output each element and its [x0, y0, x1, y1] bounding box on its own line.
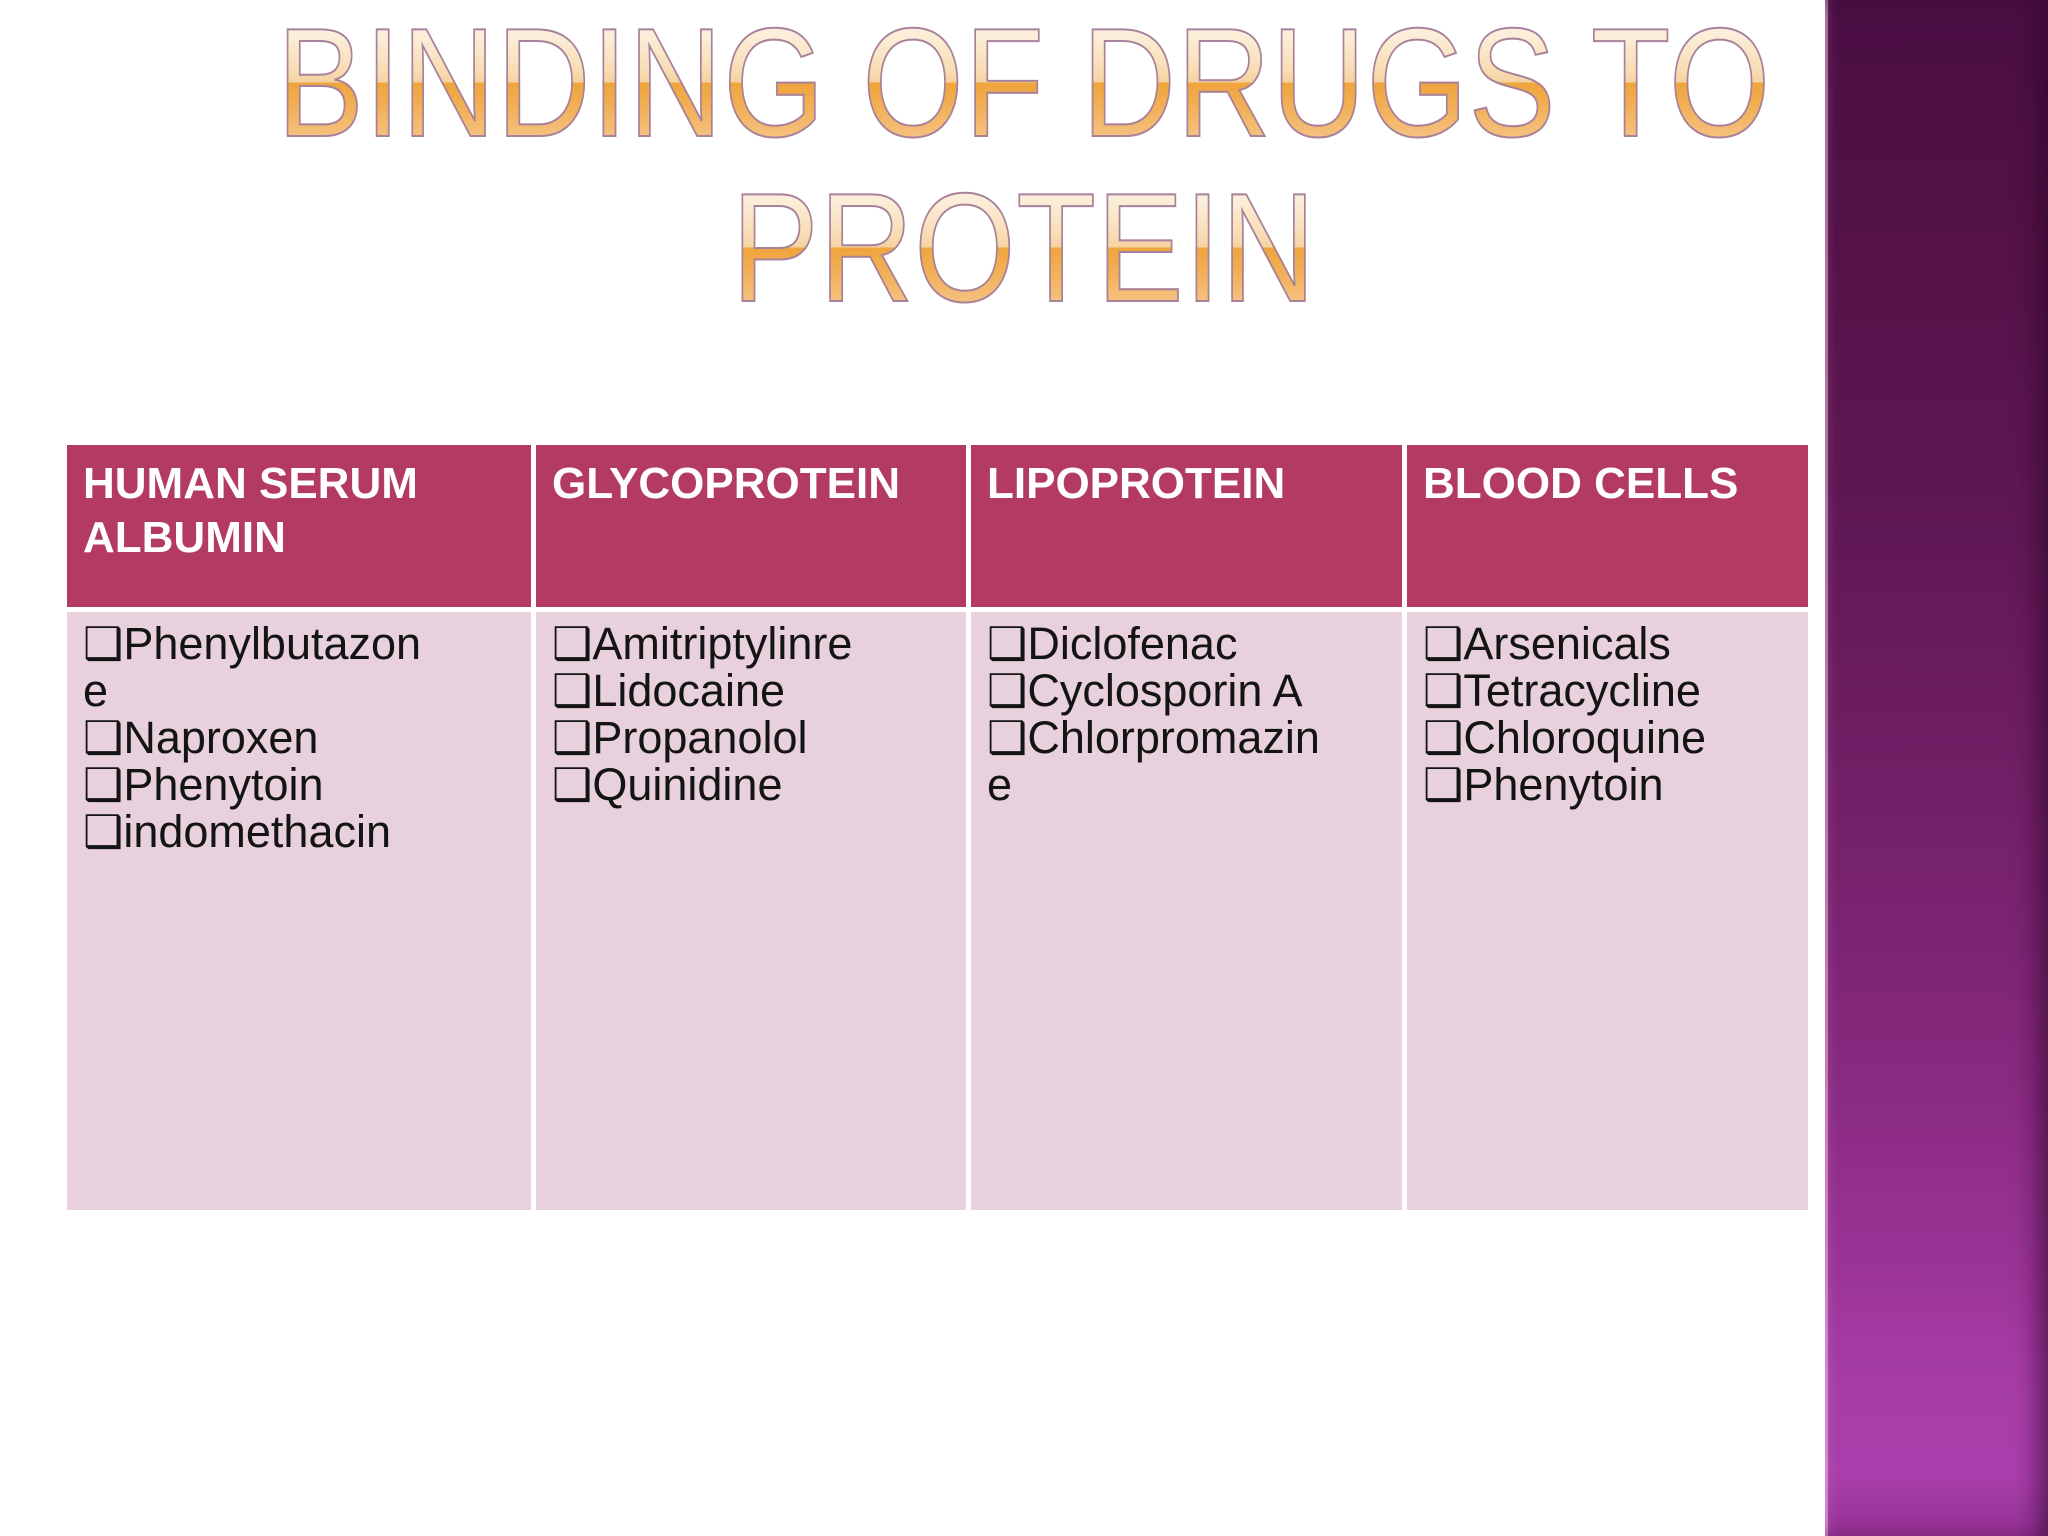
cell-blood-cells-drugs: ❑Arsenicals ❑Tetracycline ❑Chloroquine ❑… — [1407, 612, 1808, 1210]
drug-list-item: ❑Propanolol — [552, 714, 896, 761]
drug-list: ❑Phenylbutazone ❑Naproxen ❑Phenytoin ❑in… — [83, 620, 427, 855]
drug-list: ❑Arsenicals ❑Tetracycline ❑Chloroquine ❑… — [1423, 620, 1767, 808]
drug-name: Quinidine — [592, 759, 783, 810]
header-glycoprotein: GLYCOPROTEIN — [536, 445, 966, 607]
drug-list-item: ❑Tetracycline — [1423, 667, 1767, 714]
cell-human-serum-albumin-drugs: ❑Phenylbutazone ❑Naproxen ❑Phenytoin ❑in… — [67, 612, 531, 1210]
drug-name: Propanolol — [592, 712, 808, 763]
checkbox-bullet-icon: ❑ — [987, 617, 1028, 670]
header-blood-cells: BLOOD CELLS — [1407, 445, 1808, 607]
drug-name: Amitriptylinre — [592, 618, 853, 669]
title-line-2: PROTEIN — [164, 164, 1884, 331]
drug-list-item: ❑Amitriptylinre — [552, 620, 896, 667]
checkbox-bullet-icon: ❑ — [987, 664, 1028, 717]
drug-list-item: ❑Cyclosporin A — [987, 667, 1331, 714]
checkbox-bullet-icon: ❑ — [83, 805, 124, 858]
checkbox-bullet-icon: ❑ — [1423, 758, 1464, 811]
drug-name: Lidocaine — [592, 665, 785, 716]
drug-list-item: ❑Phenytoin — [1423, 761, 1767, 808]
header-lipoprotein: LIPOPROTEIN — [971, 445, 1402, 607]
cell-lipoprotein-drugs: ❑Diclofenac ❑Cyclosporin A ❑Chlorpromazi… — [971, 612, 1402, 1210]
drug-list-item: ❑Naproxen — [83, 714, 427, 761]
title-line-1: BINDING OF DRUGS TO — [164, 0, 1884, 166]
drug-list-item: ❑Quinidine — [552, 761, 896, 808]
drug-list-item: ❑Phenylbutazone — [83, 620, 427, 714]
drug-name: Chloroquine — [1463, 712, 1707, 763]
drug-name: Tetracycline — [1463, 665, 1701, 716]
checkbox-bullet-icon: ❑ — [1423, 711, 1464, 764]
drug-list-item: ❑Chlorpromazine — [987, 714, 1331, 808]
checkbox-bullet-icon: ❑ — [552, 711, 593, 764]
drug-name: Naproxen — [123, 712, 319, 763]
cell-glycoprotein-drugs: ❑Amitriptylinre ❑Lidocaine ❑Propanolol ❑… — [536, 612, 966, 1210]
drug-protein-table: HUMAN SERUM ALBUMIN GLYCOPROTEIN LIPOPRO… — [67, 445, 1808, 1210]
decorative-sidebar — [1825, 0, 2048, 1536]
drug-name: indomethacin — [123, 806, 392, 857]
drug-name: Phenytoin — [123, 759, 324, 810]
header-human-serum-albumin: HUMAN SERUM ALBUMIN — [67, 445, 531, 607]
checkbox-bullet-icon: ❑ — [83, 617, 124, 670]
checkbox-bullet-icon: ❑ — [552, 758, 593, 811]
drug-list: ❑Amitriptylinre ❑Lidocaine ❑Propanolol ❑… — [552, 620, 896, 808]
checkbox-bullet-icon: ❑ — [83, 758, 124, 811]
drug-list-item: ❑Diclofenac — [987, 620, 1331, 667]
drug-list-item: ❑indomethacin — [83, 808, 427, 855]
checkbox-bullet-icon: ❑ — [552, 664, 593, 717]
drug-name: Chlorpromazine — [987, 712, 1320, 810]
drug-name: Diclofenac — [1027, 618, 1238, 669]
page-title: BINDING OF DRUGS TO PROTEIN — [0, 0, 2048, 331]
drug-name: Phenytoin — [1463, 759, 1664, 810]
drug-list-item: ❑Chloroquine — [1423, 714, 1767, 761]
checkbox-bullet-icon: ❑ — [1423, 617, 1464, 670]
drug-name: Phenylbutazone — [83, 618, 422, 716]
drug-name: Cyclosporin A — [1027, 665, 1303, 716]
drug-list-item: ❑Lidocaine — [552, 667, 896, 714]
checkbox-bullet-icon: ❑ — [552, 617, 593, 670]
checkbox-bullet-icon: ❑ — [987, 711, 1028, 764]
drug-name: Arsenicals — [1463, 618, 1671, 669]
drug-list: ❑Diclofenac ❑Cyclosporin A ❑Chlorpromazi… — [987, 620, 1331, 808]
drug-list-item: ❑Phenytoin — [83, 761, 427, 808]
drug-list-item: ❑Arsenicals — [1423, 620, 1767, 667]
checkbox-bullet-icon: ❑ — [83, 711, 124, 764]
checkbox-bullet-icon: ❑ — [1423, 664, 1464, 717]
